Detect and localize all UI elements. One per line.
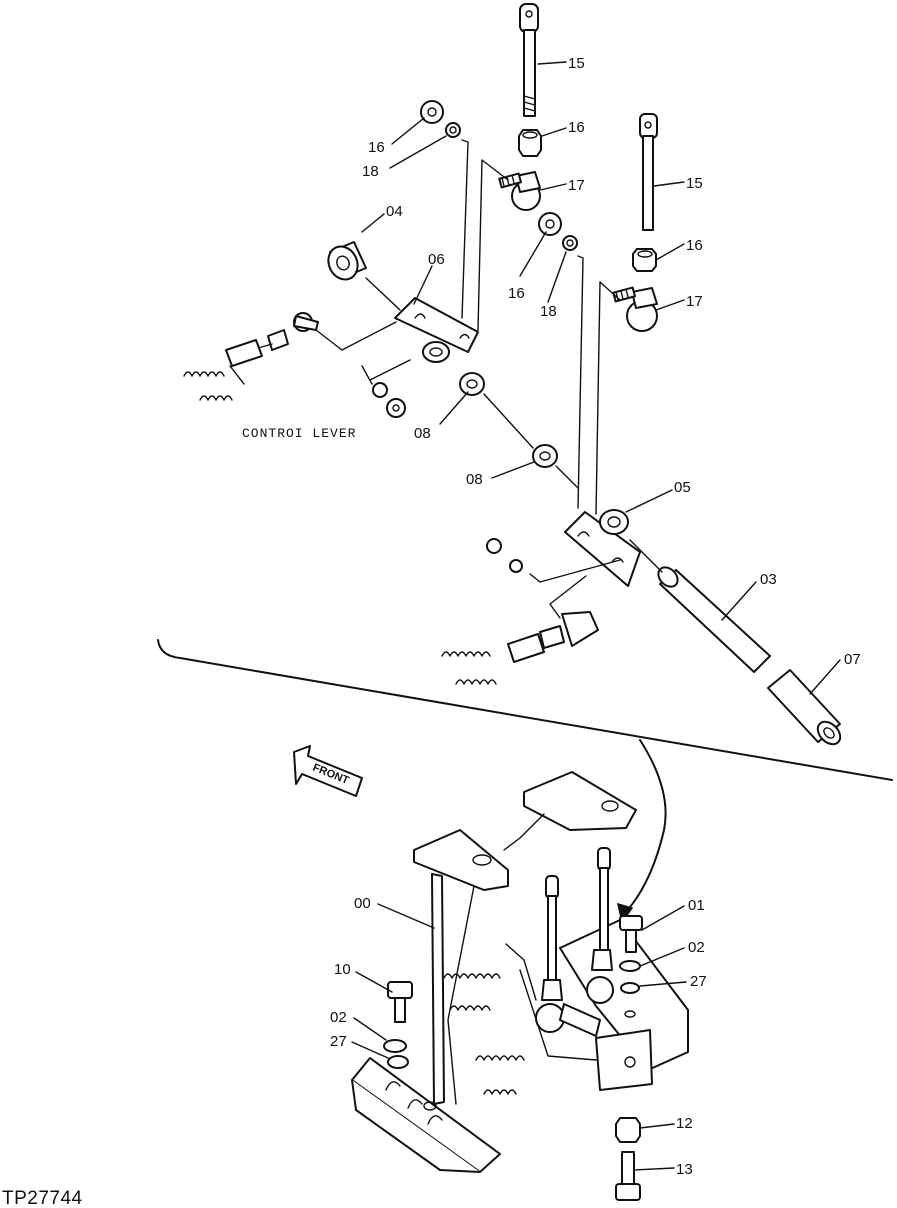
callout-02-right: 02 xyxy=(688,939,705,956)
callout-03: 03 xyxy=(760,571,777,588)
bushing-04 xyxy=(327,241,367,281)
callout-07: 07 xyxy=(844,651,861,668)
rod-15-right xyxy=(639,113,658,231)
nut-washer-left xyxy=(361,359,411,418)
spacer-08-lower xyxy=(532,444,558,468)
ball-joint-17-upper xyxy=(498,171,541,211)
callout-15-upper: 15 xyxy=(568,55,585,72)
washer-02-right xyxy=(619,960,641,972)
washer-27-left xyxy=(387,1055,409,1069)
callout-05: 05 xyxy=(674,479,691,496)
callout-12: 12 xyxy=(676,1115,693,1132)
lever-arm-06 xyxy=(394,297,479,363)
cable-end-lower xyxy=(441,538,621,685)
bolt-10 xyxy=(387,981,413,1023)
detail-reference-arrow xyxy=(625,739,667,913)
callout-15-right: 15 xyxy=(686,175,703,192)
figure-id: TP27744 xyxy=(2,1188,83,1208)
cable-boots-lower xyxy=(443,943,597,1095)
washer-18-upper-left xyxy=(445,122,461,138)
base-plate xyxy=(351,1057,501,1173)
bolt-01 xyxy=(619,915,643,953)
washer-27-right xyxy=(620,982,640,994)
callout-16-upper-center: 16 xyxy=(568,119,585,136)
nut-16-upper-left xyxy=(420,100,444,124)
washer-18-middle xyxy=(562,235,578,251)
callout-labels: 15 16 16 18 17 04 06 15 16 16 18 17 08 0… xyxy=(330,55,861,1178)
callout-17-upper: 17 xyxy=(568,177,585,194)
callout-00: 00 xyxy=(354,895,371,912)
callout-27-right: 27 xyxy=(690,973,707,990)
callout-04: 04 xyxy=(386,203,403,220)
control-lever-caption: CONTROI LEVER xyxy=(242,426,356,441)
nut-12 xyxy=(615,1117,641,1143)
callout-01: 01 xyxy=(688,897,705,914)
pedal-right xyxy=(503,771,637,851)
detail-divider-line xyxy=(157,639,893,781)
callout-08-lower: 08 xyxy=(466,471,483,488)
nut-16-upper-center xyxy=(518,129,542,157)
callout-18-middle: 18 xyxy=(540,303,557,320)
shaft-03 xyxy=(657,566,771,673)
lever-arm-05 xyxy=(564,509,641,587)
rod-15-upper xyxy=(519,3,539,117)
ball-joint-17-right xyxy=(612,286,658,332)
nut-16-right xyxy=(632,248,657,272)
cable-end-left xyxy=(183,312,397,401)
callout-16-upper-left: 16 xyxy=(368,139,385,156)
valve-block xyxy=(559,919,689,1091)
callout-16-middle: 16 xyxy=(508,285,525,302)
front-direction-arrow: FRONT xyxy=(293,745,363,797)
bolt-13 xyxy=(615,1151,641,1201)
spacer-08-upper xyxy=(459,372,485,396)
callout-27-left: 27 xyxy=(330,1033,347,1050)
link-rods-lower xyxy=(535,847,614,1037)
callout-18-upper: 18 xyxy=(362,163,379,180)
sleeve-07 xyxy=(767,669,842,746)
callout-13: 13 xyxy=(676,1161,693,1178)
leader-lines xyxy=(351,61,841,1171)
washer-02-left xyxy=(383,1039,407,1053)
callout-17-right: 17 xyxy=(686,293,703,310)
callout-10: 10 xyxy=(334,961,351,978)
callout-08-upper: 08 xyxy=(414,425,431,442)
callout-02-left: 02 xyxy=(330,1009,347,1026)
nut-16-middle xyxy=(538,212,562,236)
pedal-lever-00 xyxy=(413,829,509,1105)
callout-16-right: 16 xyxy=(686,237,703,254)
callout-06: 06 xyxy=(428,251,445,268)
